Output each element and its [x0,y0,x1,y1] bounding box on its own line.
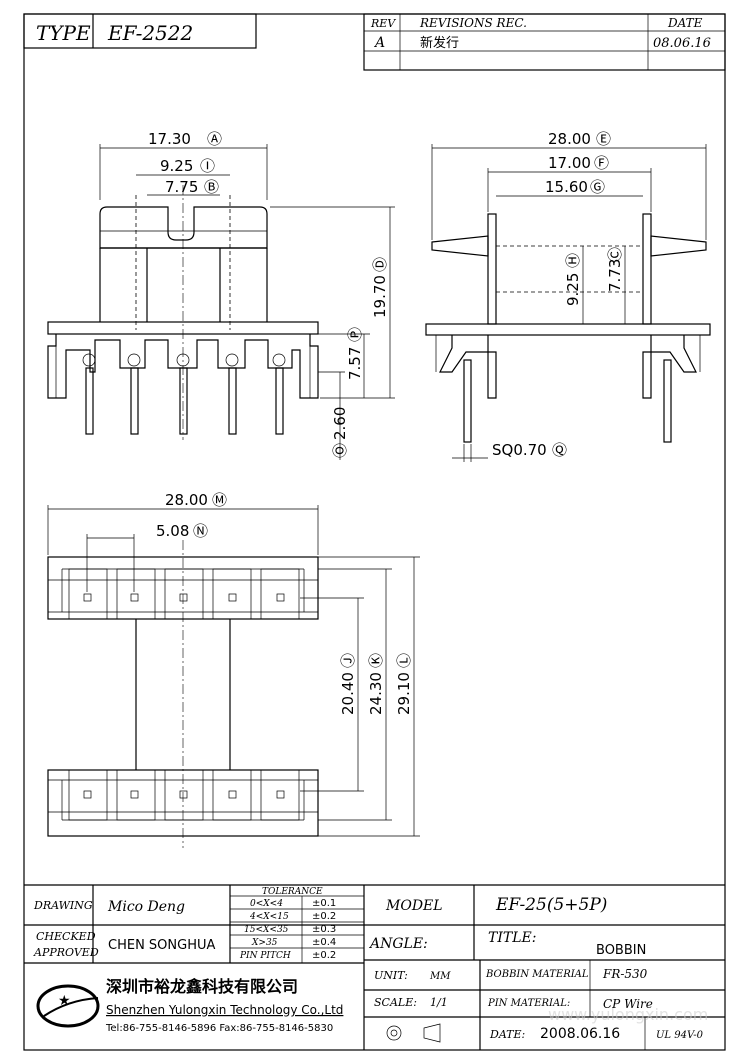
dim-D-callout: Ⓓ [371,257,389,272]
dim-D: 19.70 [371,275,389,318]
type-box: TYPE EF-2522 [23,13,257,49]
dim-M: 28.00 [165,491,208,509]
tolerance-title: TOLERANCE [262,887,323,897]
drawing-label: DRAWING [33,899,93,912]
tol-value-1: ±0.1 [312,898,336,909]
angle-label: ANGLE: [368,936,428,952]
approved-label: APPROVED [33,946,99,959]
title-value: BOBBIN [596,943,646,958]
dim-E: 28.00 [548,130,591,148]
company-name-cn: 深圳市裕龙鑫科技有限公司 [106,977,298,996]
model-value: EF-25(5+5P) [495,895,607,915]
tol-value-3: ±0.3 [312,924,336,935]
dim-H-callout: Ⓗ [564,253,582,268]
scale-value: 1/1 [430,996,448,1009]
scale-label: SCALE: [374,996,417,1009]
tol-range-2: 4<X<15 [249,912,289,922]
revisions-header: REVISIONS REC. [419,16,527,30]
projection-symbol-icon [386,1023,441,1043]
date-value: 2008.06.16 [540,1026,620,1042]
tol-value-5: ±0.2 [312,950,336,961]
dim-F: 17.00 [548,154,591,172]
side-view: 28.00 Ⓔ 17.00 Ⓕ 15.60 Ⓖ 9.25 Ⓗ 7.73 Ⓒ SQ… [425,130,711,462]
company-name-en: Shenzhen Yulongxin Technology Co.,Ltd [106,1003,343,1017]
dim-B: 7.75 [165,178,198,196]
date-header: DATE [667,16,703,30]
type-value: EF-2522 [107,21,193,45]
bottom-view: 28.00 Ⓜ 5.08 Ⓝ 20.40 Ⓙ 24.30 Ⓚ 29.10 Ⓛ [47,491,420,848]
dim-M-callout: Ⓜ [212,491,227,509]
dim-K: 24.30 [367,672,385,715]
tol-value-2: ±0.2 [312,911,336,922]
rev-header: REV [370,17,396,30]
rev-value: A [373,35,385,51]
dim-B-callout: Ⓑ [204,178,219,196]
dim-L: 29.10 [395,672,413,715]
tol-range-4: X>35 [251,938,278,948]
unit-label: UNIT: [374,969,408,982]
dim-G-callout: Ⓖ [590,178,605,196]
dim-N: 5.08 [156,522,189,540]
revision-date: 08.06.16 [653,36,711,51]
dim-K-callout: Ⓚ [367,653,385,668]
bobbin-material-label: BOBBIN MATERIAL [485,969,589,980]
drawing-value: Mico Deng [107,899,185,915]
rating-value: UL 94V-0 [656,1030,704,1041]
tol-range-3: 15<X<35 [244,925,289,935]
title-block: DRAWING Mico Deng CHECKED APPROVED CHEN … [24,884,725,1050]
dim-Q-callout: Ⓠ [552,441,567,459]
dim-E-callout: Ⓔ [596,130,611,148]
dim-J-callout: Ⓙ [339,653,357,668]
dim-O: 2.60 [331,407,349,440]
tol-range-1: 0<X<4 [250,899,283,909]
dim-P: 7.57 [346,347,364,380]
watermark: www.yulongxin.com [548,1005,708,1024]
dim-C: 7.73 [606,259,624,292]
dim-L-callout: Ⓛ [395,653,413,668]
pin-material-label: PIN MATERIAL: [487,998,570,1009]
revision-text: 新发行 [420,35,459,51]
company-contact: Tel:86-755-8146-5896 Fax:86-755-8146-583… [105,1023,333,1034]
front-view: 17.30 Ⓐ 9.25 Ⓘ 7.75 Ⓑ 19.70 Ⓓ 7.57 Ⓟ 2.6… [47,130,395,460]
date-label: DATE: [489,1028,525,1041]
dim-C-callout: Ⓒ [606,247,624,262]
pin-material-value: CP Wire [603,997,653,1011]
dim-F-callout: Ⓕ [594,154,609,172]
checked-value: CHEN SONGHUA [108,938,215,953]
bobbin-material-value: FR-530 [602,967,648,981]
dim-I: 9.25 [160,157,193,175]
sheet-border [23,13,726,1051]
unit-value: MM [429,971,451,982]
dim-A-callout: Ⓐ [207,130,222,148]
dim-Q: SQ0.70 [492,441,547,459]
dim-J: 20.40 [339,672,357,715]
tol-range-5: PIN PITCH [239,951,291,961]
dim-O-callout: Ⓞ [331,443,349,458]
company-logo-icon: ★ [36,984,100,1028]
dim-P-callout: Ⓟ [346,327,364,342]
checked-label: CHECKED [36,930,96,943]
dim-G: 15.60 [545,178,588,196]
dim-N-callout: Ⓝ [193,522,208,540]
tol-value-4: ±0.4 [312,937,336,948]
dim-A: 17.30 [148,130,191,148]
title-label: TITLE: [488,930,536,946]
type-label: TYPE [36,21,91,45]
model-label: MODEL [385,898,443,914]
dim-H: 9.25 [564,273,582,306]
svg-text:★: ★ [58,993,71,1009]
revision-table: REV REVISIONS REC. DATE A 新发行 08.06.16 [363,13,726,71]
dim-I-callout: Ⓘ [200,157,215,175]
